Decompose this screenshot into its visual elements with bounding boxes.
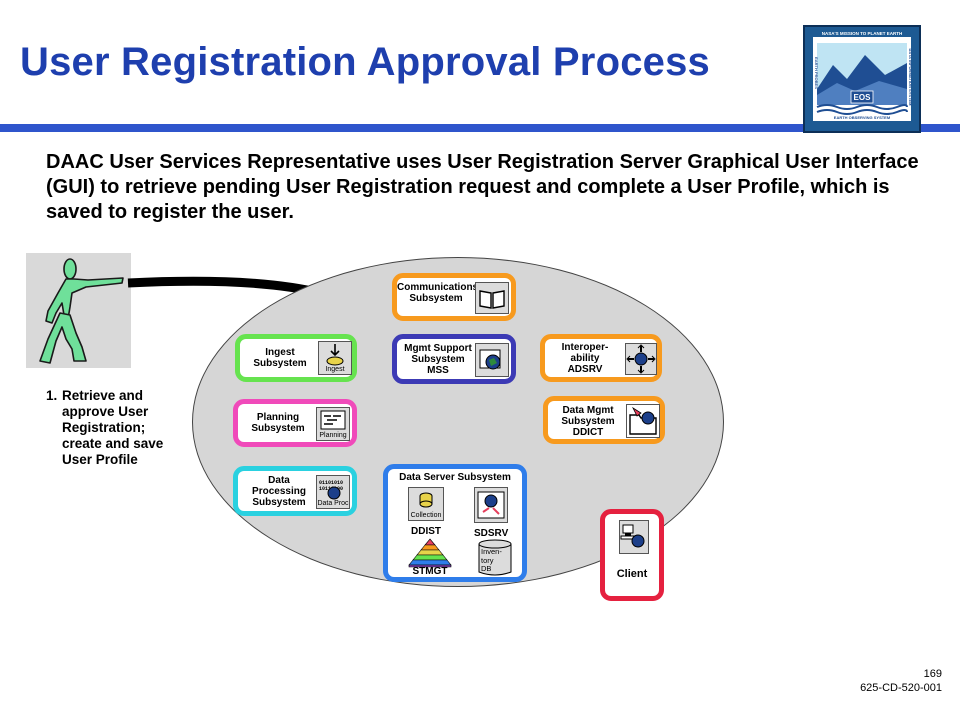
communications-subsystem-box: Communications Subsystem xyxy=(392,273,516,321)
footer: 169 625-CD-520-001 xyxy=(860,667,942,695)
step-line-4: create and save xyxy=(62,436,164,451)
interop-label-2: ability xyxy=(570,353,600,364)
step-line-3: Registration; xyxy=(62,420,146,435)
mss-subsystem-box: Mgmt Support Subsystem MSS xyxy=(392,334,516,384)
sdsrv-icon xyxy=(474,487,508,523)
stmgt-pyramid-icon xyxy=(408,537,452,573)
logo-right-text: DATA INFORMATION SYSTEM xyxy=(908,49,913,107)
processing-label-3: Subsystem xyxy=(252,497,306,508)
communications-label-1: Communications xyxy=(397,282,479,293)
data-mgmt-subsystem-box: Data Mgmt Subsystem DDICT xyxy=(543,396,665,444)
mss-label-2: Subsystem xyxy=(411,354,465,365)
processing-label-2: Processing xyxy=(252,486,306,497)
processing-icon-caption: Data Proc xyxy=(317,500,349,507)
title-underline xyxy=(0,124,960,132)
client-label: Client xyxy=(616,568,648,580)
client-box: Client xyxy=(600,509,664,601)
mss-label-3: MSS xyxy=(427,365,449,376)
step-line-1: Retrieve and xyxy=(62,388,144,403)
data-mgmt-label-3: DDICT xyxy=(572,427,604,438)
page-title: User Registration Approval Process xyxy=(20,40,710,84)
interop-label-1: Interoper- xyxy=(561,342,609,353)
ingest-label-1: Ingest xyxy=(265,347,295,358)
book-icon xyxy=(475,282,509,314)
step-line-5: User Profile xyxy=(62,452,138,467)
data-server-label: Data Server Subsystem xyxy=(399,472,511,483)
data-mgmt-label-1: Data Mgmt xyxy=(562,405,614,416)
data-mgmt-folder-icon xyxy=(626,404,660,438)
processing-label-1: Data xyxy=(268,475,290,486)
ingest-subsystem-box: Ingest Subsystem Ingest xyxy=(235,334,357,382)
planning-label-1: Planning xyxy=(256,412,300,423)
inventory-label-2: tory xyxy=(481,555,494,565)
ddist-label: DDIST xyxy=(411,526,441,537)
data-server-subsystem-box: Data Server Subsystem Collection DDIST S… xyxy=(383,464,527,582)
collection-icon: Collection xyxy=(408,487,444,521)
stmgt-label: STMGT xyxy=(412,566,448,577)
step-1-text: 1. Retrieve and approve User Registration… xyxy=(46,388,196,468)
logo-bottom-text: EARTH OBSERVING SYSTEM xyxy=(834,115,891,120)
collection-caption: Collection xyxy=(410,512,442,519)
description-text: DAAC User Services Representative uses U… xyxy=(46,151,919,223)
client-workstation-icon xyxy=(619,520,649,554)
ingest-icon: Ingest xyxy=(318,341,352,375)
data-processing-subsystem-box: Data Processing Subsystem 01101010101101… xyxy=(233,466,357,516)
step-number: 1. xyxy=(46,388,58,403)
operator-figure xyxy=(26,253,131,368)
inventory-label-1: Inven- xyxy=(481,547,502,556)
communications-label-2: Subsystem xyxy=(409,293,463,304)
interop-label-3: ADSRV xyxy=(567,364,603,375)
interoperability-box: Interoper- ability ADSRV xyxy=(540,334,662,382)
inventory-db-icon: Inven- tory DB xyxy=(477,539,513,577)
svg-text:01101010: 01101010 xyxy=(319,480,343,486)
ingest-label-2: Subsystem xyxy=(253,358,307,369)
mss-globe-icon xyxy=(475,343,509,377)
logo-left-text: EARTH PROBES xyxy=(814,57,819,89)
logo-center-text: EOS xyxy=(854,93,872,102)
eos-logo: EOS NASA'S MISSION TO PLANET EARTH EARTH… xyxy=(803,25,921,133)
ingest-icon-caption: Ingest xyxy=(325,366,345,373)
page-number: 169 xyxy=(923,668,942,680)
logo-top-text: NASA'S MISSION TO PLANET EARTH xyxy=(822,31,903,36)
data-processing-icon: 0110101010110100 Data Proc xyxy=(316,475,350,509)
planning-chart-icon: Planning xyxy=(316,407,350,441)
planning-label-2: Subsystem xyxy=(251,423,305,434)
inventory-label-3: DB xyxy=(481,564,492,573)
data-mgmt-label-2: Subsystem xyxy=(561,416,615,427)
step-line-2: approve User xyxy=(62,404,149,419)
sdsrv-label: SDSRV xyxy=(474,528,509,539)
document-id: 625-CD-520-001 xyxy=(860,682,942,694)
planning-subsystem-box: Planning Subsystem Planning xyxy=(233,399,357,447)
mss-label-1: Mgmt Support xyxy=(404,343,472,354)
planning-icon-caption: Planning xyxy=(319,432,347,439)
interop-globe-icon xyxy=(625,343,657,375)
